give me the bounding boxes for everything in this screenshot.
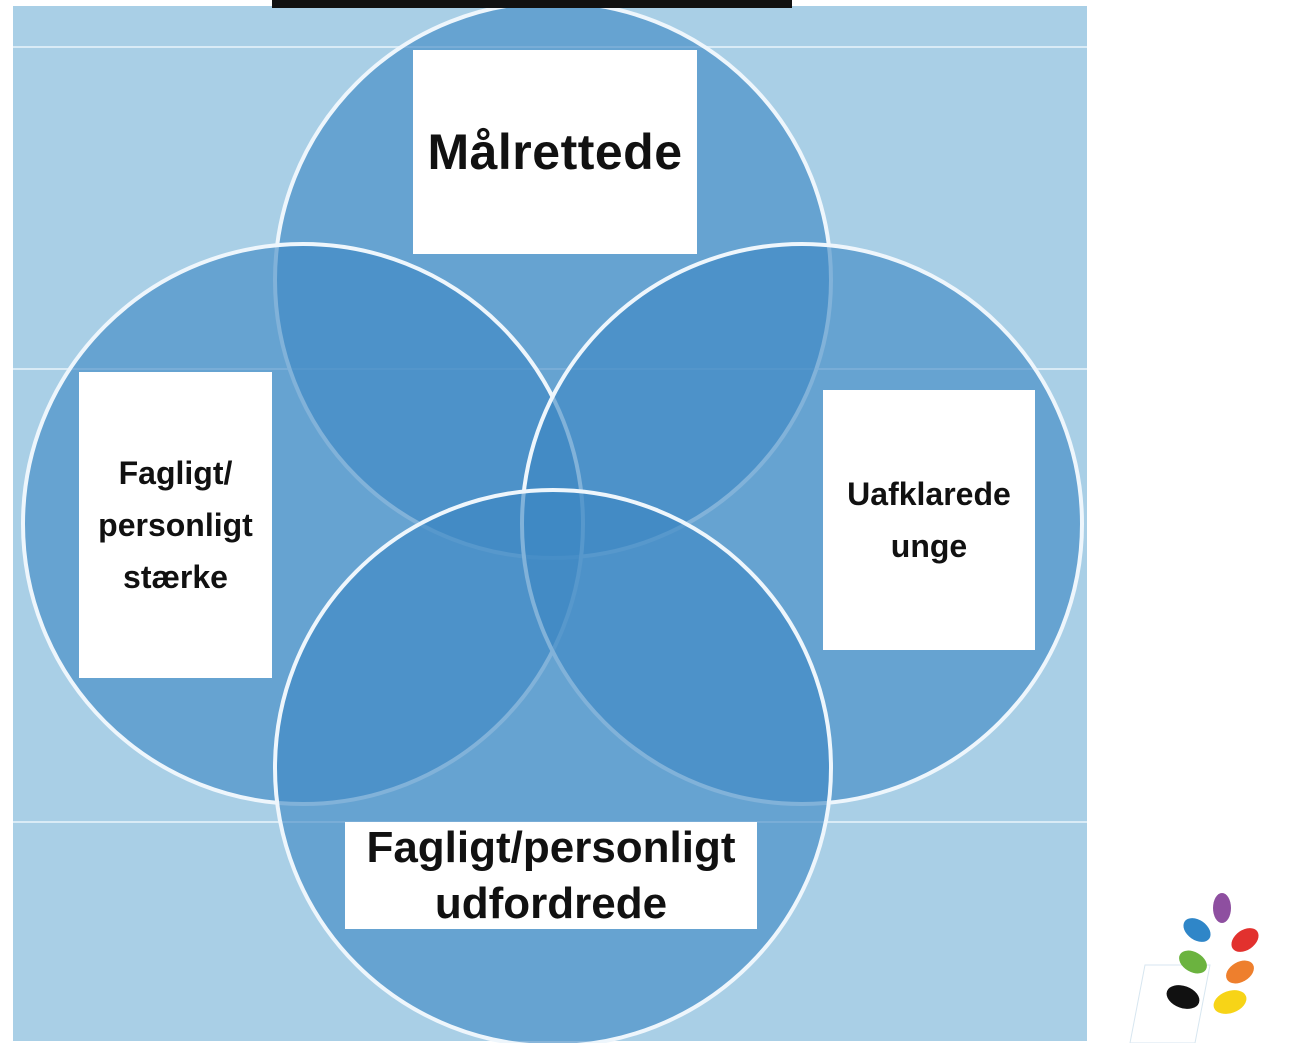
title-banner-fragment	[272, 0, 792, 8]
label-line: Fagligt/personligt	[366, 822, 736, 872]
label-line: personligt	[98, 507, 253, 543]
label-line: Målrettede	[427, 124, 683, 180]
label-line: stærke	[123, 559, 228, 595]
label-line: Fagligt/	[118, 455, 233, 491]
label-line: unge	[890, 528, 968, 564]
label-line: Uafklarede	[847, 476, 1011, 512]
label-fagligt-personligt-udfordrede: Fagligt/personligt udfordrede	[345, 822, 757, 929]
label-maalrettede: Målrettede	[413, 50, 697, 254]
leaf-logo-icon	[1129, 893, 1259, 1043]
circle-bottom	[273, 488, 833, 1043]
label-line: udfordrede	[434, 878, 668, 928]
label-fagligt-personligt-staerke: Fagligt/ personligt stærke	[79, 372, 272, 678]
label-uafklarede-unge: Uafklarede unge	[823, 390, 1035, 650]
